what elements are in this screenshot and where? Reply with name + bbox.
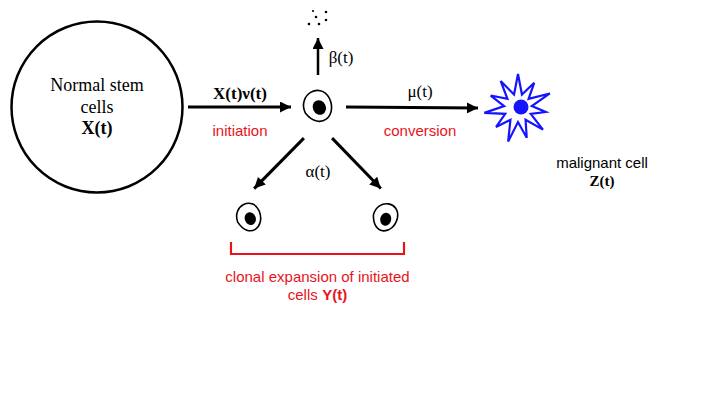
death-rate: β(t) [329,49,354,68]
process-arrow [254,138,304,188]
daughter-cell [233,200,265,234]
malignant-cell-outline [482,72,554,144]
initiated-cell-drawing [298,86,337,126]
cell-nucleus [243,211,258,227]
pool-circle [12,22,183,193]
node-text: clonal expansion of initiated cellsY(t) [225,268,410,304]
rate-label: α(t) [306,163,331,182]
stem-cell-pool: Normal stem cellsX(t) [10,20,184,194]
rate-label: X(t)ν(t) [213,85,267,104]
cell-nucleus [379,212,393,227]
node-variable: Z(t) [532,172,672,190]
step-name: initiation [212,123,267,140]
cell-debris [308,10,328,25]
node-variable: X(t) [38,118,156,140]
clonal-expansion-group-outline [225,190,410,260]
process-arrow [188,106,291,109]
rate-label: μ(t) [407,83,432,102]
node-title: Normal stem cells [38,75,156,118]
malignant-nucleus [514,100,529,115]
node-text: malignant cellZ(t) [532,154,672,190]
daughter-cell [370,201,400,234]
death-arrow [317,38,320,75]
node-title: malignant cell [532,154,672,172]
step-name: conversion [384,123,457,140]
node-text: Normal stem cellsX(t) [38,75,156,140]
malignant-star [484,74,549,142]
cell-membrane [370,201,400,234]
cell-membrane [298,86,337,126]
initiated-cell-outline [294,78,342,136]
malignant-cell: malignant cellZ(t) [482,72,554,144]
process-arrow [346,106,478,110]
initiated-cell [294,78,342,136]
cell-nucleus [310,98,328,117]
node-title: clonal expansion of initiated cells [225,268,409,303]
clone-bracket [231,242,404,254]
clonal-expansion-group: clonal expansion of initiated cellsY(t) [225,190,410,260]
process-arrow [332,138,381,188]
node-variable: Y(t) [322,286,347,303]
cell-membrane [233,200,265,234]
